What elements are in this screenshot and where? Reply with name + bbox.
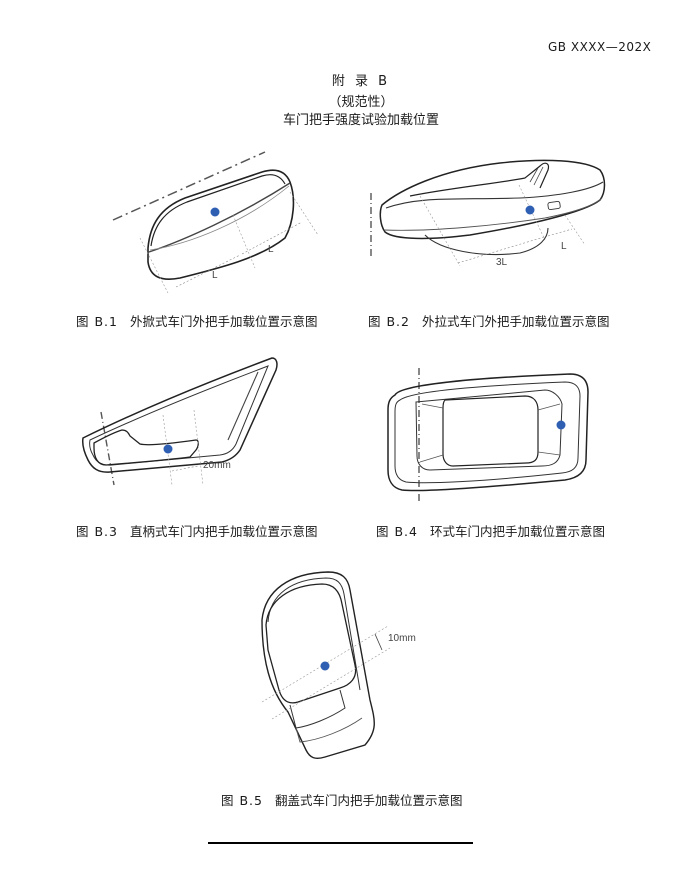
figure-b3-caption: 图 B.3 直柄式车门内把手加载位置示意图 [76,521,318,540]
figure-b5-caption: 图 B.5 翻盖式车门内把手加载位置示意图 [221,790,463,809]
fig-b5-load-point [320,661,330,671]
fig-b4-load-point [556,420,566,430]
figure-b1-caption: 图 B.1 外掀式车门外把手加载位置示意图 [76,311,318,330]
figure-b3-text: 直柄式车门内把手加载位置示意图 [129,524,318,539]
figure-b5-text: 翻盖式车门内把手加载位置示意图 [274,793,463,808]
figure-b5-number: 图 B.5 [221,793,263,808]
figure-b3-number: 图 B.3 [76,524,118,539]
fig-b1-dim-l1: L [212,270,218,281]
figure-b2-caption: 图 B.2 外拉式车门外把手加载位置示意图 [368,311,610,330]
fig-b2-dim-l: L [561,241,567,252]
fig-b1-load-point [210,207,220,217]
fig-b3-dim-20mm: 20mm [203,460,231,471]
fig-b5-dim-10mm: 10mm [388,633,416,644]
fig-b1-dim-l2: L [268,244,274,255]
appendix-label: 附 录 B [331,74,391,89]
standard-code: GB XXXX—202X [548,40,652,54]
figure-b4-caption: 图 B.4 环式车门内把手加载位置示意图 [376,521,605,540]
appendix-title: 车门把手强度试验加载位置 [282,113,439,128]
figure-b4-text: 环式车门内把手加载位置示意图 [429,524,605,539]
appendix-nature: （规范性） [328,95,394,110]
figure-b2-number: 图 B.2 [368,314,410,329]
figure-b2-text: 外拉式车门外把手加载位置示意图 [421,314,610,329]
fig-b2-dim-3l: 3L [496,257,508,268]
fig-b2-load-point [525,205,535,215]
fig-b3-load-point [163,444,173,454]
figure-b1-number: 图 B.1 [76,314,118,329]
figure-b4-number: 图 B.4 [376,524,418,539]
figure-b1-text: 外掀式车门外把手加载位置示意图 [129,314,318,329]
end-of-document-rule [208,842,473,844]
